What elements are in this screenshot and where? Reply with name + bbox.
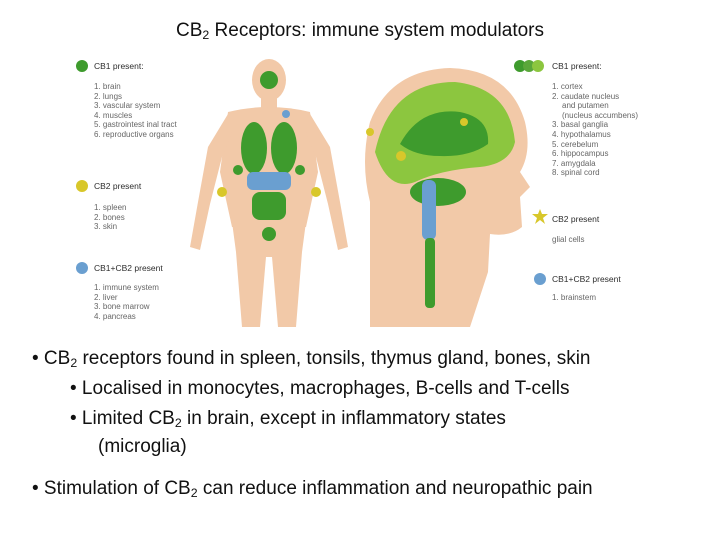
bullet-cb2-locations: • CB2 receptors found in spleen, tonsils… — [32, 348, 591, 371]
legend-item: 1. spleen — [94, 203, 127, 212]
cannabinoid-receptor-illustration: CB1 present: 1. brain 2. lungs 3. vascul… — [70, 52, 660, 332]
bullet-text: in brain, except in inflammatory states — [181, 408, 506, 429]
cb1-legend-dot — [76, 60, 88, 72]
legend-item: 2. bones — [94, 212, 125, 222]
body-both-list: 1. immune system 2. liver 3. bone marrow… — [94, 283, 159, 321]
legend-item: 2. caudate nucleus — [552, 91, 620, 101]
legend-item: 4. hypothalamus — [552, 129, 611, 139]
legend-item: and putamen — [562, 101, 609, 111]
legend-item: 6. hippocampus — [552, 149, 609, 159]
legend-item: 2. liver — [94, 292, 118, 302]
bullet-subscript: 2 — [174, 416, 182, 431]
title-text-suffix: Receptors: immune system modulators — [209, 20, 544, 41]
legend-item: 3. vascular system — [94, 101, 161, 111]
brain-both-heading: CB1+CB2 present — [552, 274, 621, 284]
body-cb1-heading: CB1 present: — [94, 61, 144, 71]
legend-item: 8. spinal cord — [552, 168, 600, 178]
title-text-prefix: CB — [175, 20, 203, 41]
brain-both-list: 1. brainstem — [552, 293, 596, 303]
cb1-cb2-legend-dot — [76, 262, 88, 274]
title-subscript: 2 — [202, 28, 210, 43]
body-cb2-list: 1. spleen 2. bones 3. skin — [94, 203, 126, 232]
brain-cb2-list: glial cells — [552, 235, 584, 245]
body-both-heading: CB1+CB2 present — [94, 263, 163, 273]
legend-item: 3. basal ganglia — [552, 120, 609, 130]
bullet-stimulation: • Stimulation of CB2 can reduce inflamma… — [32, 478, 593, 501]
head-brain-figure — [365, 68, 530, 327]
legend-item: 6. reproductive organs — [94, 129, 174, 139]
legend-item: 3. skin — [94, 222, 118, 232]
legend-item: 1. cortex — [552, 82, 583, 91]
legend-item: 1. brain — [94, 82, 121, 91]
legend-item: 1. brainstem — [552, 293, 597, 302]
bullet-microglia: (microglia) — [98, 436, 187, 459]
legend-item: 1. immune system — [94, 283, 159, 292]
bullet-text: can reduce inflammation and neuropathic … — [197, 478, 593, 499]
bullet-localised: • Localised in monocytes, macrophages, B… — [70, 378, 569, 401]
brain-cb1-legend-dot-2 — [523, 60, 535, 72]
legend-item: 4. muscles — [94, 110, 133, 120]
legend-item: 5. cerebelum — [552, 139, 599, 149]
legend-item: 2. lungs — [94, 91, 123, 101]
legend-item: 4. pancreas — [94, 311, 136, 321]
body-cb2-heading: CB2 present — [94, 181, 142, 191]
body-cb1-list: 1. brain 2. lungs 3. vascular system 4. … — [94, 82, 177, 140]
human-body-figure — [190, 59, 348, 327]
brain-cb1-legend-dot-3 — [532, 60, 544, 72]
brain-cb1-cb2-legend-dot — [534, 273, 546, 285]
legend-item: glial cells — [552, 235, 585, 244]
cb2-legend-dot — [76, 180, 88, 192]
legend-item: 5. gastrointest inal tract — [94, 120, 177, 130]
bullet-text: • Stimulation of CB — [32, 478, 191, 499]
bullet-text: • CB — [32, 348, 71, 369]
bullet-limited-brain: • Limited CB2 in brain, except in inflam… — [70, 408, 506, 431]
brain-cb1-heading: CB1 present: — [552, 61, 602, 71]
cb2-star-icon — [532, 209, 548, 224]
brain-cb1-legend-dot — [514, 60, 526, 72]
bullet-text: receptors found in spleen, tonsils, thym… — [77, 348, 591, 369]
illustration-svg — [76, 59, 548, 327]
bullet-text: • Limited CB — [70, 408, 175, 429]
legend-item: 3. bone marrow — [94, 302, 150, 312]
slide-title: CB2 Receptors: immune system modulators — [0, 20, 720, 42]
bullet-subscript: 2 — [190, 486, 198, 501]
brain-cb1-list: 1. cortex 2. caudate nucleus and putamen… — [552, 82, 638, 178]
legend-item: (nucleus accumbens) — [562, 110, 639, 120]
brain-cb2-heading: CB2 present — [552, 214, 600, 224]
bullet-text: (microglia) — [98, 436, 187, 457]
legend-item: 7. amygdala — [552, 158, 596, 168]
bullet-subscript: 2 — [70, 356, 78, 371]
bullet-text: • Localised in monocytes, macrophages, B… — [70, 378, 570, 399]
